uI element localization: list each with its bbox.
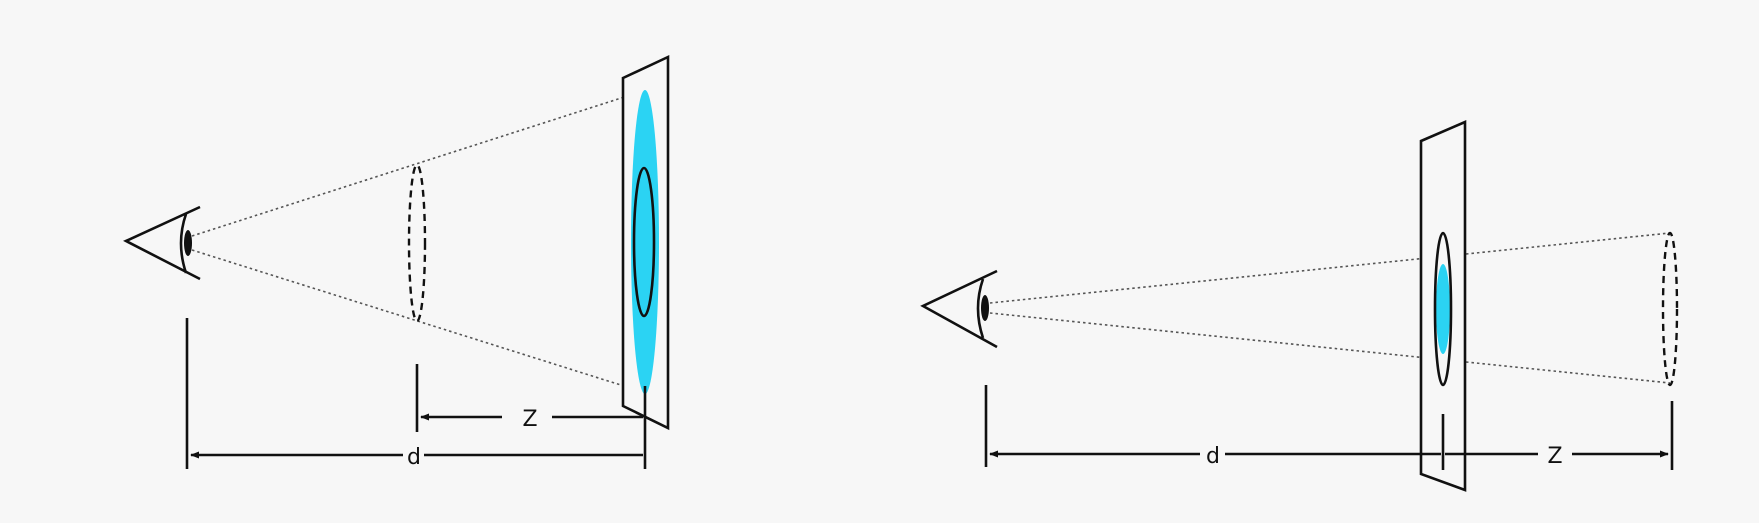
left-diagram: Z d (123, 54, 670, 470)
right-object-ellipse (1433, 231, 1453, 387)
left-dimension-ticks (185, 318, 647, 469)
left-dashed-ellipse (407, 163, 427, 323)
left-sight-lines (191, 90, 644, 393)
right-cyan-projection (1436, 264, 1450, 354)
right-eye-icon (920, 269, 998, 349)
left-object-ellipse (632, 166, 656, 318)
left-d-label: d (407, 445, 421, 470)
right-dimension-ticks (984, 385, 1674, 470)
right-sight-lines (989, 232, 1671, 384)
right-dashed-ellipse (1661, 231, 1679, 387)
right-diagram: d Z (920, 120, 1679, 492)
left-cyan-projection (631, 90, 659, 394)
right-d-label: d (1206, 444, 1220, 469)
right-z-label: Z (1547, 444, 1562, 469)
left-z-label: Z (522, 407, 537, 432)
left-eye-icon (123, 205, 201, 281)
